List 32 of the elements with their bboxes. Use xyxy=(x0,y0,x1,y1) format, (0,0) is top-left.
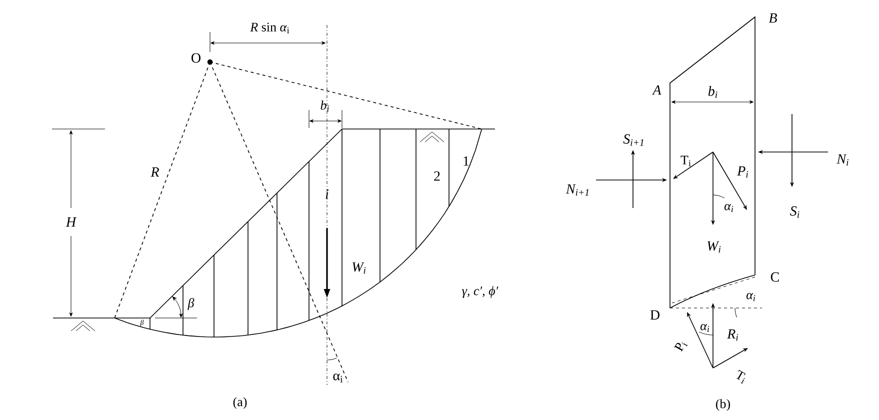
force-label: P$_{i}$ xyxy=(674,342,688,352)
panel-caption: (b) xyxy=(716,399,730,411)
force-label: P$_{i}$ xyxy=(737,166,748,178)
force-label: N$_{i}$ xyxy=(836,154,848,166)
angle-label: α$_{i}$ xyxy=(724,204,734,212)
force-label: S$_{i}$ xyxy=(790,206,800,218)
force-label: T$_{i}$ xyxy=(680,156,691,166)
point-label: A xyxy=(652,85,662,95)
force-label: N$_{i+1}$ xyxy=(566,184,588,196)
radius-label: R xyxy=(150,167,160,177)
point-label: C xyxy=(770,272,779,282)
slice-number: 2 xyxy=(434,171,440,181)
force-label: T$_{i}$ xyxy=(736,370,746,384)
force-label: R$_{i}$ xyxy=(727,329,738,341)
angle-label: α$_{i}$ xyxy=(746,292,756,301)
slice-label: i xyxy=(326,189,329,199)
dimension-label: R sin α$_{i}$ xyxy=(250,22,290,34)
dimension-label: b$_{i}$ xyxy=(320,100,329,112)
force-label: W$_{i}$ xyxy=(352,262,366,274)
panel-caption: (a) xyxy=(233,397,247,409)
dimension-label: b$_{i}$ xyxy=(708,86,718,98)
angle-label: α$_{i}$ xyxy=(700,324,710,332)
angle-label: α$_{i}$ xyxy=(333,374,343,382)
soil-parameters: γ, c′, ϕ′ xyxy=(462,286,498,298)
slice-number: 1 xyxy=(464,156,469,166)
point-label: B xyxy=(768,13,777,23)
force-label: W$_{i}$ xyxy=(707,241,721,253)
point-label: O xyxy=(192,53,200,63)
angle-label: β xyxy=(188,298,194,310)
dimension-label: H xyxy=(66,217,77,227)
force-label: S$_{i+1}$ xyxy=(623,134,644,146)
point-label: D xyxy=(650,310,660,320)
